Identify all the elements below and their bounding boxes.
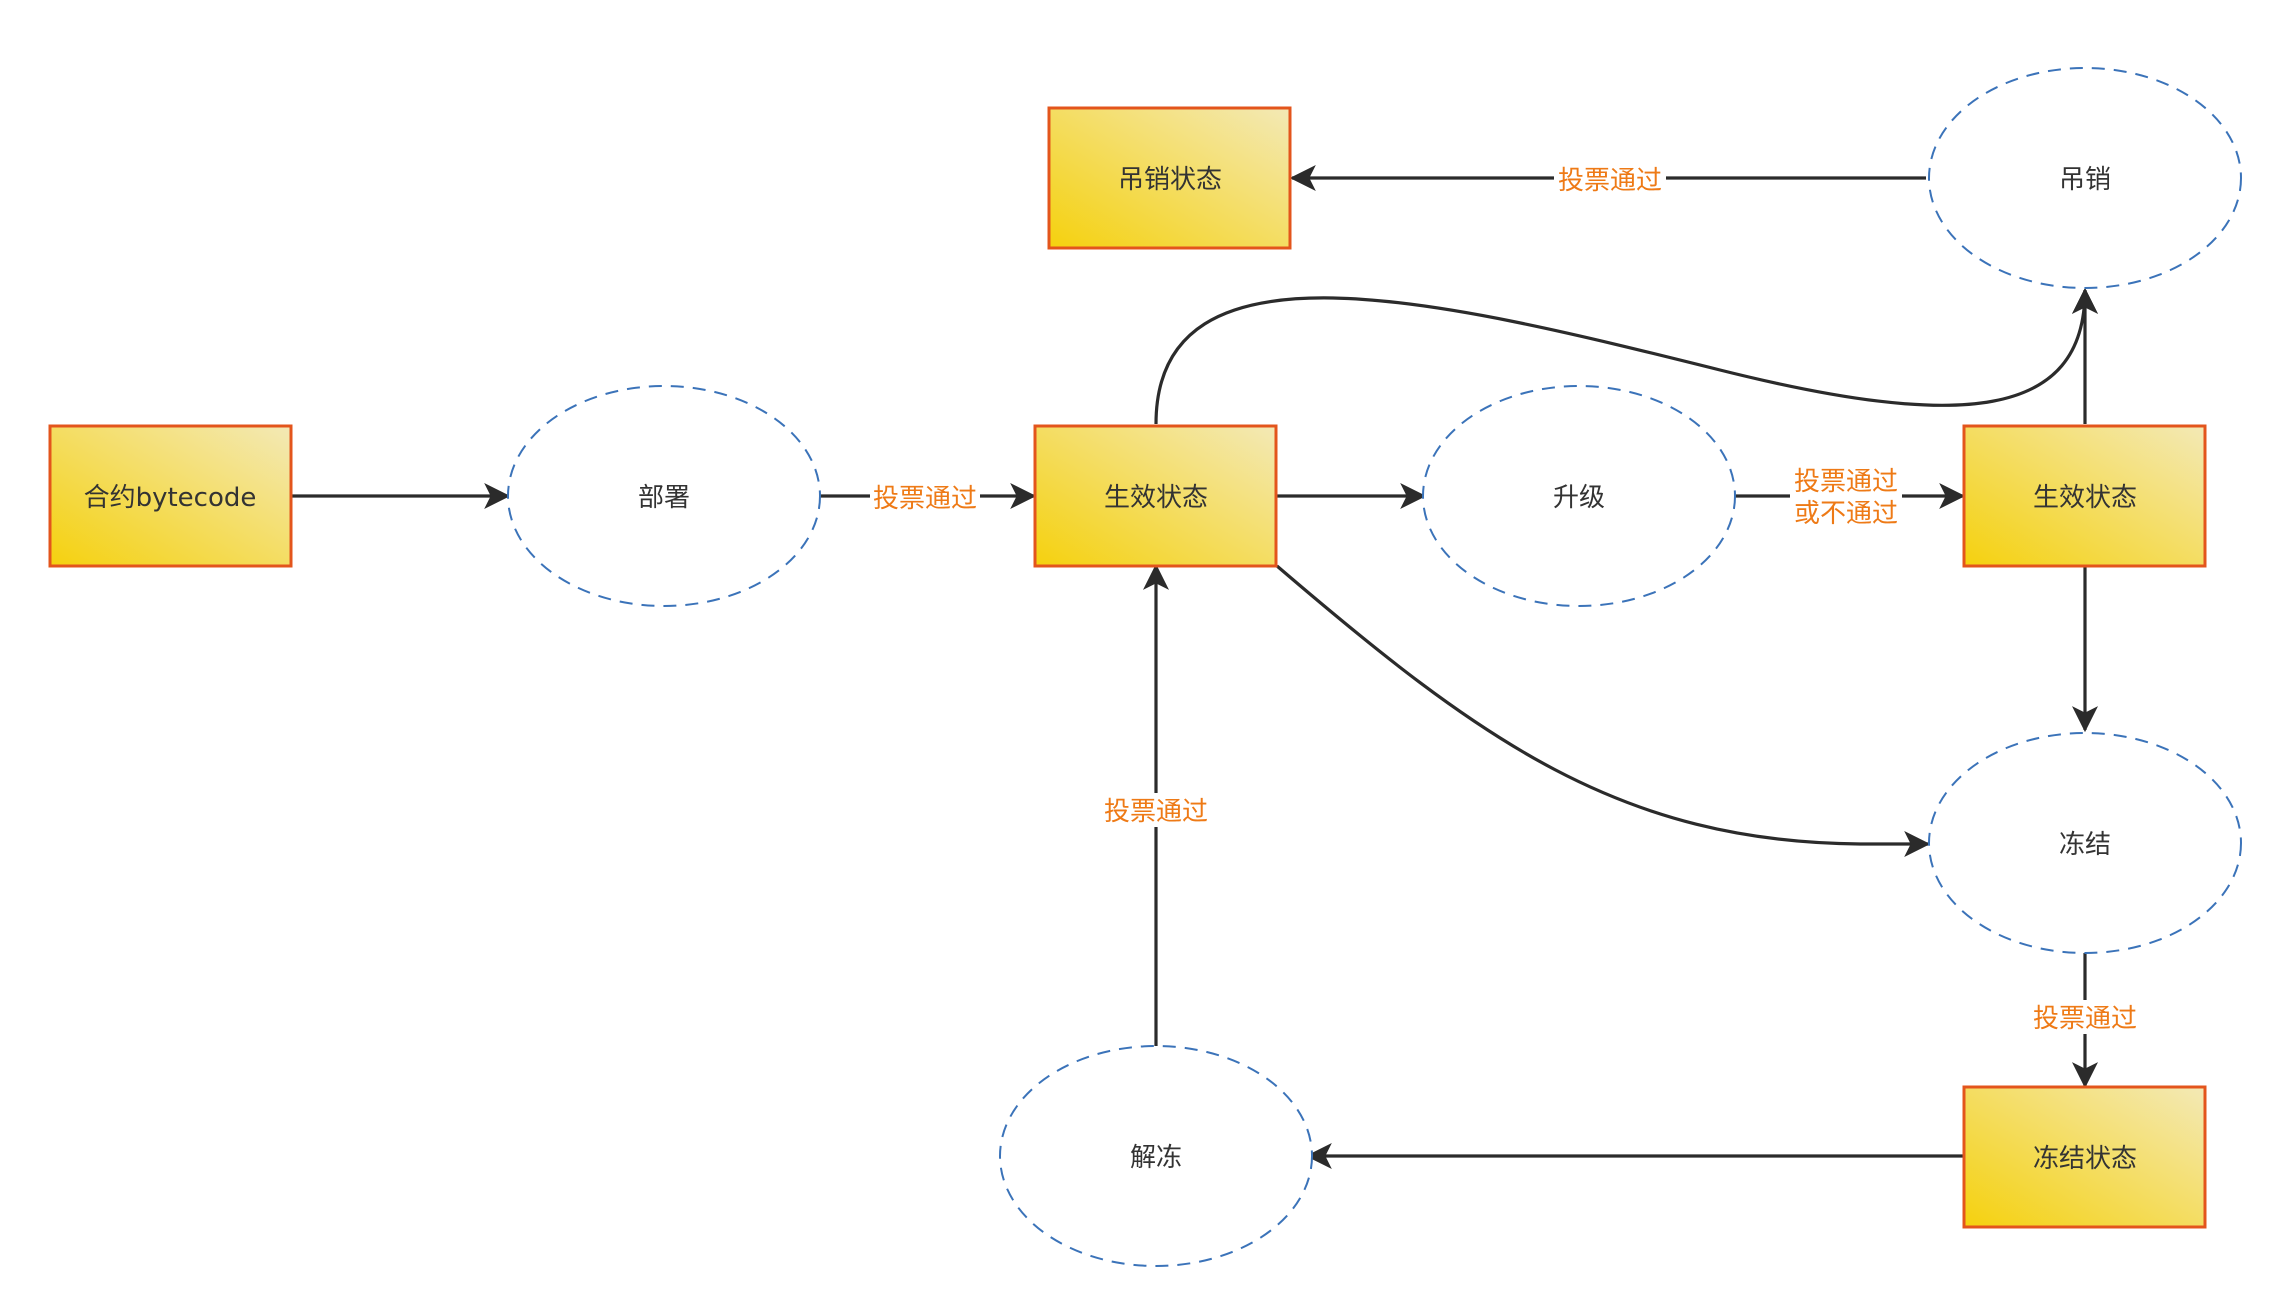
node-unfreeze[interactable]: 解冻	[999, 1045, 1313, 1267]
node-frozen-state-label: 冻结状态	[2033, 1144, 2137, 1174]
node-revoke[interactable]: 吊销	[1928, 67, 2242, 289]
node-deploy-label: 部署	[638, 483, 690, 513]
node-freeze-label: 冻结	[2059, 830, 2111, 860]
node-revoke-label: 吊销	[2059, 165, 2111, 195]
node-bytecode-label: 合约bytecode	[84, 483, 257, 513]
edge-label-upgrade-line1: 投票通过	[1794, 467, 1898, 497]
node-upgrade[interactable]: 升级	[1422, 385, 1736, 607]
edge-label-unfreeze-to-effective: 投票通过	[1104, 797, 1208, 827]
node-upgrade-label: 升级	[1553, 483, 1605, 513]
edge-labels-layer: 投票通过 投票通过 或不通过 投票通过 投票通过 投票通过	[870, 162, 2142, 1034]
node-freeze[interactable]: 冻结	[1928, 732, 2242, 954]
node-effective-1[interactable]: 生效状态	[1033, 424, 1278, 568]
edge-label-deploy-to-effective: 投票通过	[873, 484, 977, 514]
edge-effective-to-revoke-curve	[1154, 287, 2098, 425]
node-effective-1-label: 生效状态	[1104, 483, 1208, 513]
node-unfreeze-label: 解冻	[1130, 1143, 1182, 1173]
nodes-layer: 合约bytecode 部署 生效状态 升级 生效状态 吊销	[48, 67, 2242, 1267]
edge-label-revoke-to-revoked: 投票通过	[1558, 166, 1662, 196]
node-effective-2-label: 生效状态	[2033, 483, 2137, 513]
node-frozen-state[interactable]: 冻结状态	[1962, 1085, 2207, 1229]
node-revoked-state-label: 吊销状态	[1118, 165, 1222, 195]
edges-layer	[291, 165, 2098, 1169]
node-bytecode[interactable]: 合约bytecode	[48, 424, 293, 568]
node-deploy[interactable]: 部署	[507, 385, 821, 607]
node-revoked-state[interactable]: 吊销状态	[1047, 106, 1292, 250]
edge-label-freeze-to-frozen: 投票通过	[2033, 1004, 2137, 1034]
node-effective-2[interactable]: 生效状态	[1962, 424, 2207, 568]
edge-label-upgrade-line2: 或不通过	[1794, 499, 1898, 529]
edge-effective-to-freeze-curve	[1275, 564, 1931, 857]
